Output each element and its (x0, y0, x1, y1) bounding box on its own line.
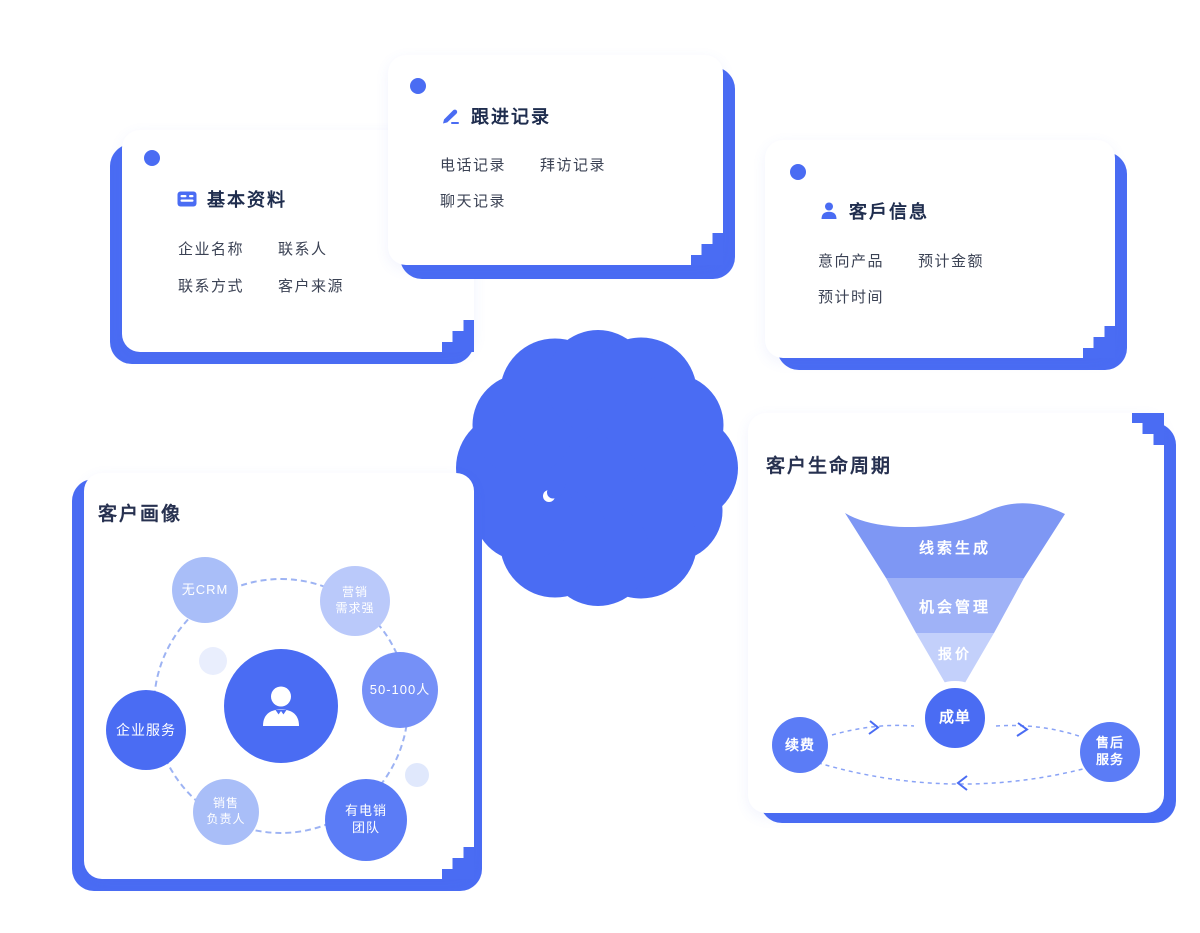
node-label: 续费 (785, 736, 815, 753)
arrow-right-icon (1016, 722, 1029, 737)
bubble-label: 企业服务 (116, 721, 176, 738)
connector-renewal-to-deal (831, 724, 915, 736)
basic-info-row-1: 企业名称 联系人 (178, 238, 328, 259)
field-estimated-time: 预计时间 (818, 289, 885, 306)
node-label: 服务 (1095, 752, 1124, 767)
field-contact-person: 联系人 (278, 241, 328, 258)
bubble-label: 营销 (341, 585, 368, 600)
card-corner-dot (410, 78, 426, 94)
basic-info-row-2: 联系方式 客户来源 (178, 275, 344, 296)
portrait-card: 客户画像 无CRM 营销 需求强 50-100人 企业服务 销售 负 (84, 473, 474, 879)
portrait-bubble-sales-lead: 销售 负责人 (193, 779, 259, 845)
connector-cycle-return (811, 760, 1099, 785)
funnel-stage-lead-generation (845, 503, 1065, 578)
zigzag-corner-decoration (1132, 413, 1164, 445)
funnel-stage-quote (916, 633, 994, 700)
field-visit-records: 拜访记录 (540, 157, 607, 174)
decorative-blob (456, 330, 738, 606)
bubble-label: 需求强 (335, 601, 375, 615)
lifecycle-card: 客户生命周期 线索生成 机会管理 报价 成单 续费 售后 服务 (748, 413, 1164, 813)
lifecycle-funnel-graphic (811, 503, 1099, 791)
field-customer-source: 客户来源 (278, 278, 345, 295)
customer-info-row-1: 意向产品 预计金额 (818, 250, 984, 271)
decorative-circle (199, 647, 227, 675)
bubble-label: 销售 (212, 796, 239, 811)
lifecycle-node-renewal: 续费 (772, 717, 828, 773)
id-card-icon (177, 191, 197, 207)
portrait-bubble-marketing-demand: 营销 需求强 (320, 566, 390, 636)
zigzag-corner-decoration (442, 320, 474, 352)
lifecycle-node-after-sales: 售后 服务 (1080, 722, 1140, 782)
customer-info-title: 客戶信息 (849, 202, 929, 222)
bubble-label: 团队 (351, 820, 380, 835)
person-icon (821, 202, 837, 219)
follow-up-row-1: 电话记录 拜访记录 (440, 154, 606, 175)
field-chat-records: 聊天记录 (440, 193, 507, 210)
basic-info-title: 基本资料 (207, 190, 287, 210)
connector-deal-to-after-sales (995, 724, 1083, 738)
customer-info-header: 客戶信息 (818, 198, 929, 224)
portrait-bubble-no-crm: 无CRM (172, 557, 238, 623)
arrow-right-icon (868, 720, 880, 735)
arrow-left-icon (956, 775, 968, 791)
bubble-label: 无CRM (181, 581, 229, 597)
bubble-label: 有电销 (344, 803, 387, 819)
field-call-records: 电话记录 (440, 157, 507, 174)
card-corner-dot (144, 150, 160, 166)
card-corner-dot (790, 164, 806, 180)
zigzag-corner-decoration (1083, 326, 1115, 358)
portrait-center-circle (224, 649, 338, 763)
zigzag-corner-decoration (442, 847, 474, 879)
lifecycle-node-deal: 成单 (918, 681, 992, 755)
bubble-label: 50-100人 (369, 681, 431, 697)
customer-info-row-2: 预计时间 (818, 286, 884, 307)
funnel-label-lead-generation: 线索生成 (918, 540, 991, 557)
node-label: 售后 (1095, 735, 1124, 751)
funnel-stage-opportunity (886, 578, 1024, 633)
portrait-bubble-telesales-team: 有电销 团队 (325, 779, 407, 861)
portrait-bubble-company-size: 50-100人 (362, 652, 438, 728)
customer-info-card: 客戶信息 意向产品 预计金额 预计时间 (765, 140, 1115, 358)
node-label: 成单 (938, 709, 971, 727)
follow-up-card: 跟进记录 电话记录 拜访记录 聊天记录 (388, 55, 723, 265)
basic-info-header: 基本资料 (176, 186, 287, 212)
field-estimated-amount: 预计金额 (918, 253, 985, 270)
bubble-label: 负责人 (206, 812, 246, 826)
funnel-label-opportunity: 机会管理 (918, 599, 991, 616)
lifecycle-title: 客户生命周期 (766, 456, 893, 477)
portrait-title: 客户画像 (98, 504, 183, 525)
customer-avatar-icon (263, 686, 299, 726)
decorative-circle (405, 763, 429, 787)
follow-up-header: 跟进记录 (440, 103, 551, 129)
funnel-label-quote: 报价 (938, 646, 972, 662)
field-company-name: 企业名称 (178, 241, 245, 258)
zigzag-corner-decoration (691, 233, 723, 265)
field-contact-method: 联系方式 (178, 278, 245, 295)
field-intended-product: 意向产品 (818, 253, 885, 270)
pencil-icon (443, 109, 459, 124)
portrait-bubble-enterprise-service: 企业服务 (106, 690, 186, 770)
follow-up-title: 跟进记录 (471, 107, 551, 127)
follow-up-row-2: 聊天记录 (440, 190, 506, 211)
